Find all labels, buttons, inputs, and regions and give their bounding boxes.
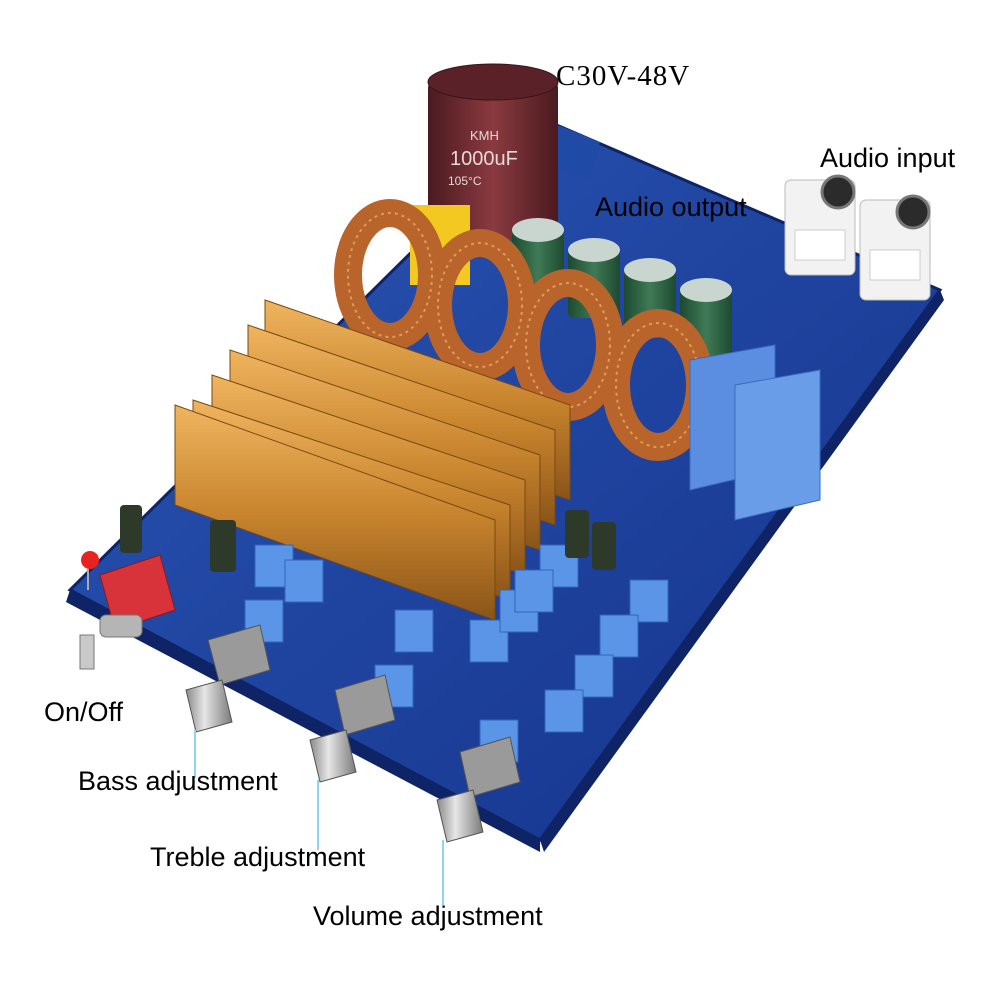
heatsink (174, 299, 571, 621)
audio-input-jacks (784, 174, 931, 301)
treble-knob (309, 674, 396, 783)
bass-adjustment-label: Bass adjustment (78, 766, 278, 796)
capacitor-value-text: 1000uF (450, 148, 518, 170)
capacitor-rating-text: 105°C (448, 174, 482, 188)
voltage-label: C30V-48V (556, 60, 691, 92)
volume-knob (436, 736, 521, 843)
power-led (81, 551, 99, 590)
film-capacitors (689, 344, 821, 521)
audio-output-label: Audio output (595, 192, 747, 222)
leader-lines (194, 730, 444, 905)
treble-adjustment-label: Treble adjustment (150, 842, 366, 872)
power-switch (79, 554, 176, 670)
capacitor-brand-text: KMH (470, 128, 499, 143)
volume-adjustment-label: Volume adjustment (313, 901, 543, 931)
main-capacitor: 1000uF KMH 105°C (427, 63, 559, 240)
audio-input-label: Audio input (820, 143, 956, 173)
bass-knob (185, 624, 271, 733)
on-off-label: On/Off (44, 697, 124, 727)
small-capacitors (120, 505, 616, 572)
